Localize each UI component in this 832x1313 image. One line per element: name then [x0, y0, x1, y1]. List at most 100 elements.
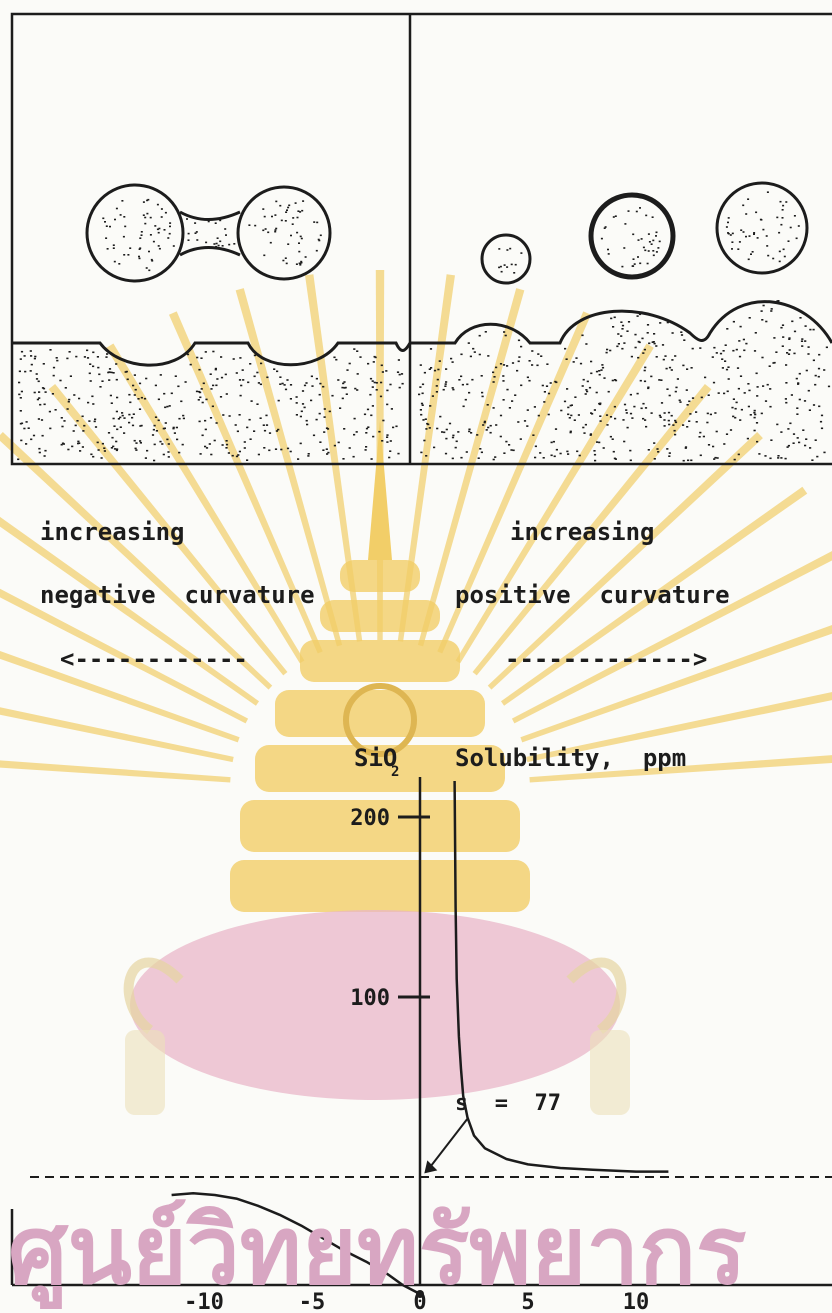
stipple-dot — [111, 402, 113, 404]
stipple-dot — [18, 394, 20, 396]
stipple-dot — [302, 200, 304, 202]
annotation-arrowhead — [424, 1160, 437, 1173]
stipple-dot — [756, 373, 758, 375]
stipple-dot — [638, 239, 640, 241]
stipple-dot — [376, 382, 378, 384]
stipple-dot — [331, 395, 333, 397]
stipple-dot — [146, 200, 148, 202]
stipple-dot — [674, 355, 676, 357]
stipple-dot — [727, 222, 729, 224]
stipple-dot — [761, 310, 763, 312]
stipple-dot — [460, 354, 462, 356]
stipple-dot — [498, 248, 500, 250]
stipple-dot — [648, 343, 650, 345]
stipple-dot — [323, 431, 325, 433]
stipple-dot — [365, 449, 367, 451]
stipple-dot — [699, 432, 701, 434]
stipple-dot — [342, 398, 344, 400]
stipple-dot — [228, 244, 230, 246]
stipple-dot — [452, 361, 454, 363]
stipple-dot — [644, 419, 646, 421]
stipple-dot — [354, 418, 356, 420]
stipple-dot — [276, 430, 278, 432]
stipple-dot — [748, 390, 750, 392]
stipple-dot — [430, 367, 432, 369]
stipple-dot — [305, 382, 307, 384]
stipple-dot — [316, 378, 318, 380]
stipple-dot — [115, 441, 117, 443]
stipple-dot — [560, 453, 562, 455]
stipple-dot — [159, 248, 161, 250]
stipple-dot — [395, 426, 397, 428]
stipple-dot — [343, 428, 345, 430]
stipple-dot — [295, 202, 297, 204]
stipple-dot — [30, 370, 32, 372]
stipple-dot — [220, 396, 222, 398]
stipple-dot — [570, 415, 572, 417]
stipple-dot — [738, 454, 740, 456]
stipple-dot — [527, 409, 529, 411]
stipple-dot — [224, 228, 226, 230]
stipple-dot — [500, 363, 502, 365]
stipple-dot — [487, 404, 489, 406]
stipple-dot — [813, 404, 815, 406]
stipple-dot — [798, 442, 800, 444]
stipple-dot — [536, 365, 538, 367]
stipple-dot — [313, 221, 315, 223]
stipple-dot — [780, 224, 782, 226]
stipple-dot — [233, 243, 235, 245]
stipple-dot — [215, 369, 217, 371]
stipple-dot — [766, 235, 768, 237]
stipple-dot — [465, 399, 467, 401]
stipple-dot — [626, 330, 628, 332]
stipple-dot — [205, 242, 207, 244]
stipple-dot — [546, 385, 548, 387]
stipple-dot — [785, 458, 787, 460]
stipple-dot — [178, 418, 180, 420]
stipple-dot — [623, 342, 625, 344]
stipple-dot — [101, 380, 103, 382]
emblem-tier — [320, 600, 440, 632]
stipple-dot — [42, 435, 44, 437]
stipple-dot — [726, 433, 728, 435]
stipple-dot — [609, 350, 611, 352]
stipple-dot — [767, 255, 769, 257]
stipple-dot — [752, 251, 754, 253]
stipple-dot — [292, 217, 294, 219]
y-tick-label: 200 — [350, 806, 390, 831]
stipple-dot — [206, 447, 208, 449]
stipple-dot — [765, 321, 767, 323]
stipple-dot — [199, 421, 201, 423]
stipple-dot — [425, 418, 427, 420]
stipple-dot — [644, 381, 646, 383]
stipple-dot — [119, 417, 121, 419]
stipple-dot — [801, 345, 803, 347]
stipple-dot — [753, 232, 755, 234]
stipple-dot — [253, 430, 255, 432]
stipple-dot — [61, 417, 63, 419]
stipple-dot — [758, 453, 760, 455]
stipple-dot — [38, 418, 40, 420]
stipple-dot — [302, 403, 304, 405]
stipple-dot — [55, 409, 57, 411]
stipple-dot — [131, 417, 133, 419]
stipple-dot — [97, 442, 99, 444]
stipple-dot — [790, 227, 792, 229]
stipple-dot — [158, 245, 160, 247]
stipple-dot — [818, 354, 820, 356]
stipple-dot — [614, 418, 616, 420]
stipple-dot — [674, 420, 676, 422]
stipple-dot — [20, 358, 22, 360]
stipple-dot — [237, 454, 239, 456]
stipple-dot — [269, 432, 271, 434]
stipple-dot — [560, 410, 562, 412]
stipple-dot — [736, 402, 738, 404]
stipple-dot — [732, 350, 734, 352]
stipple-dot — [661, 402, 663, 404]
stipple-dot — [226, 393, 228, 395]
stipple-dot — [148, 270, 150, 272]
stipple-dot — [45, 391, 47, 393]
stipple-dot — [154, 425, 156, 427]
stipple-dot — [434, 370, 436, 372]
stipple-dot — [374, 382, 376, 384]
